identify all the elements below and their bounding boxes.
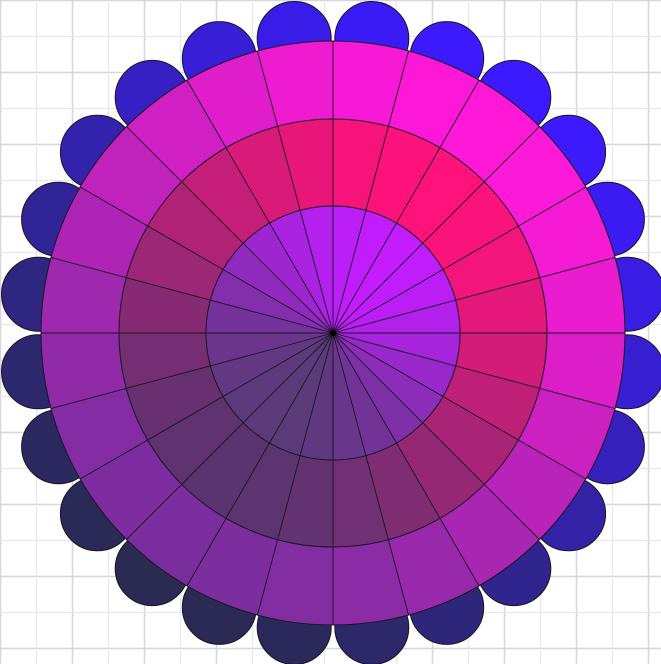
center-dot [330, 330, 336, 336]
